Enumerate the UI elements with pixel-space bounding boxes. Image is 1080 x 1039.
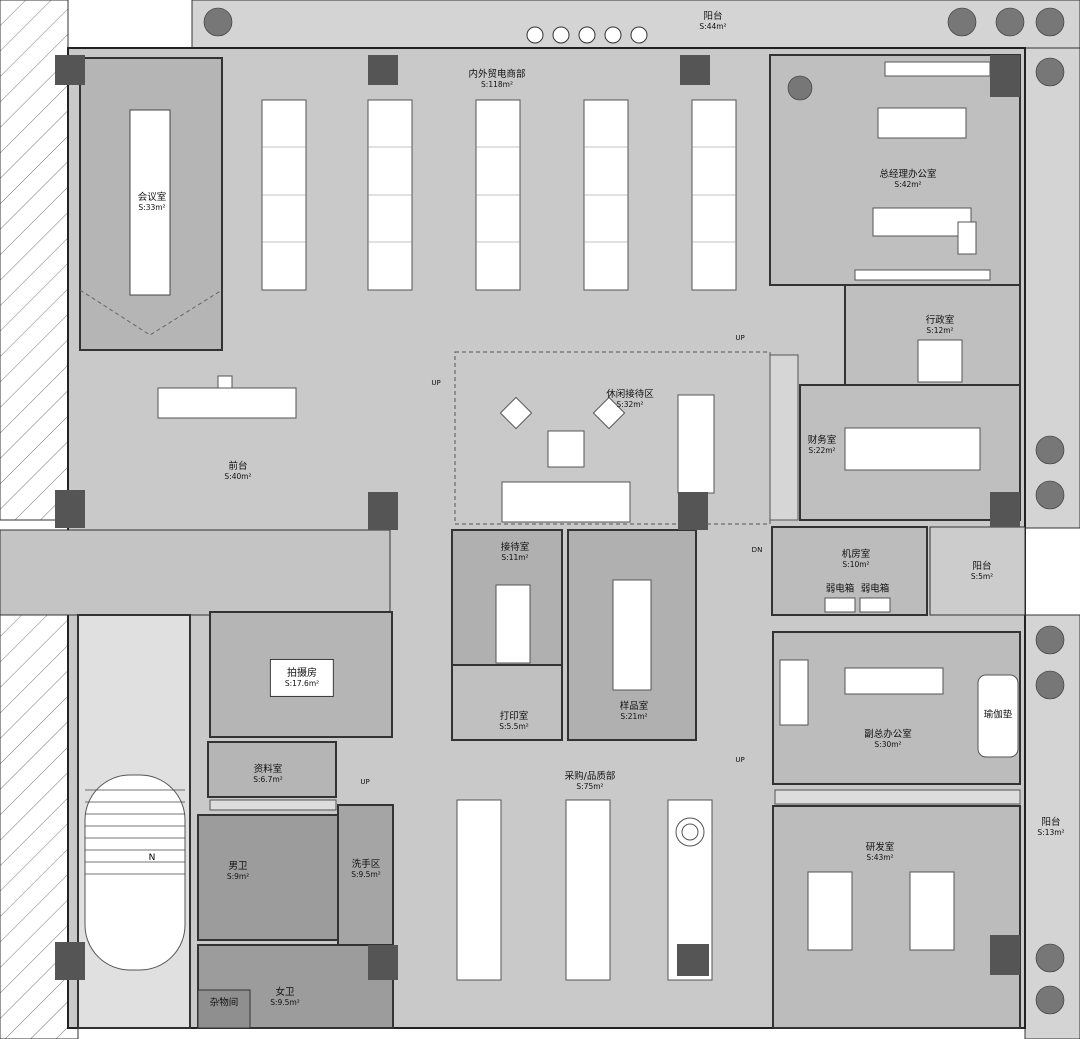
columns xyxy=(55,55,1020,980)
up-marker: UP xyxy=(360,778,370,786)
mens-wc xyxy=(197,814,339,941)
up-marker: UP xyxy=(735,756,745,764)
reception-desk xyxy=(157,387,297,419)
print-room xyxy=(451,664,563,741)
vp-office xyxy=(772,631,1021,785)
north-arrow-icon: N xyxy=(148,853,156,863)
archive-room xyxy=(207,741,337,798)
gm-office xyxy=(769,54,1021,286)
up-marker: UP xyxy=(431,379,441,387)
entry-corridor xyxy=(0,529,391,616)
up-marker: UP xyxy=(735,334,745,342)
wash-area xyxy=(337,804,394,946)
dn-marker: DN xyxy=(751,546,763,554)
balcony-small-area xyxy=(929,526,1026,616)
photo-room xyxy=(209,611,393,738)
lounge-area xyxy=(454,351,771,525)
